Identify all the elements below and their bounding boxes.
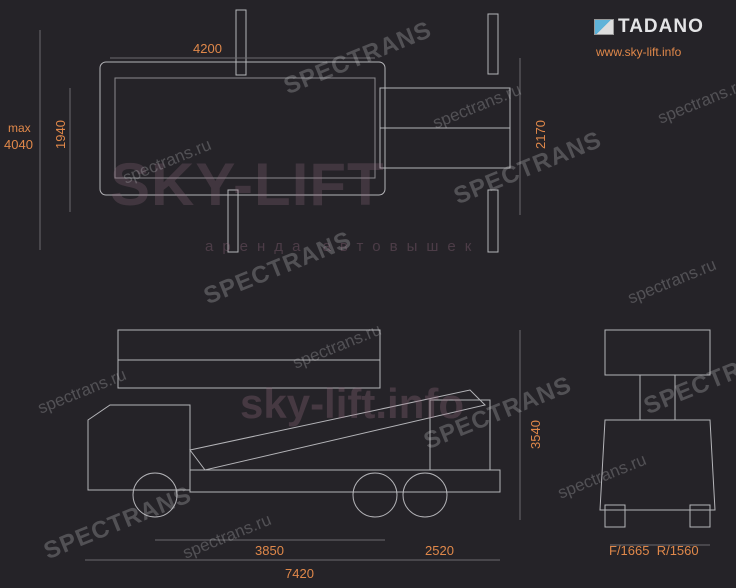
logo-text: TADANO xyxy=(618,16,704,37)
dim-top-length: 4200 xyxy=(193,41,222,56)
top-view xyxy=(39,9,521,253)
dim-max-width: 4040 xyxy=(4,137,33,152)
tadano-logo-icon xyxy=(594,19,614,35)
dim-outrigger-width: 2170 xyxy=(532,120,548,149)
front-view xyxy=(599,329,716,546)
dim-wheelbase: 3850 xyxy=(255,543,284,558)
watermark-sky-lift: SKY-LIFT xyxy=(110,151,385,218)
watermark-rental: аренда автовышек xyxy=(205,238,481,255)
dim-rear-overhang: 2520 xyxy=(425,543,454,558)
website-link[interactable]: www.sky-lift.info xyxy=(596,45,682,59)
dim-max-label: max xyxy=(8,121,31,135)
watermark-sky-lift-info: sky-lift.info xyxy=(240,380,465,427)
dim-height: 3540 xyxy=(527,420,543,449)
side-view xyxy=(85,329,521,561)
dim-total-length: 7420 xyxy=(285,566,314,581)
dim-track: F/1665 R/1560 xyxy=(609,543,699,558)
dim-body-width: 1940 xyxy=(52,120,68,149)
tadano-logo: TADANO xyxy=(594,16,704,38)
